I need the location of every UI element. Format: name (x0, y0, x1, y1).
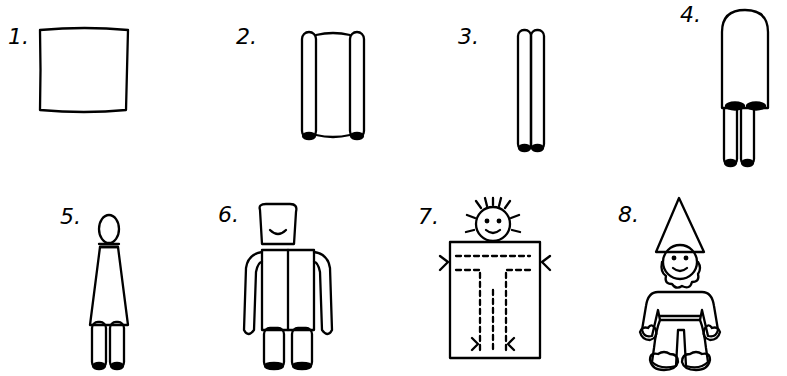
step-number: 8. (618, 204, 639, 226)
step-number: 4. (680, 4, 701, 26)
tied-figure (90, 215, 128, 369)
step-number: 3. (458, 26, 479, 48)
double-roll (518, 30, 544, 151)
gnome-doll (640, 198, 720, 370)
doll-figure (244, 204, 332, 369)
flat-doll (440, 198, 550, 358)
step-number: 2. (236, 26, 257, 48)
step-number: 6. (218, 204, 239, 226)
step-number: 5. (60, 206, 81, 228)
step-number: 7. (418, 206, 439, 228)
rolled-cloth (302, 32, 364, 139)
folded-roll (722, 10, 768, 166)
step-number: 1. (8, 26, 29, 48)
cloth-square (40, 28, 128, 112)
